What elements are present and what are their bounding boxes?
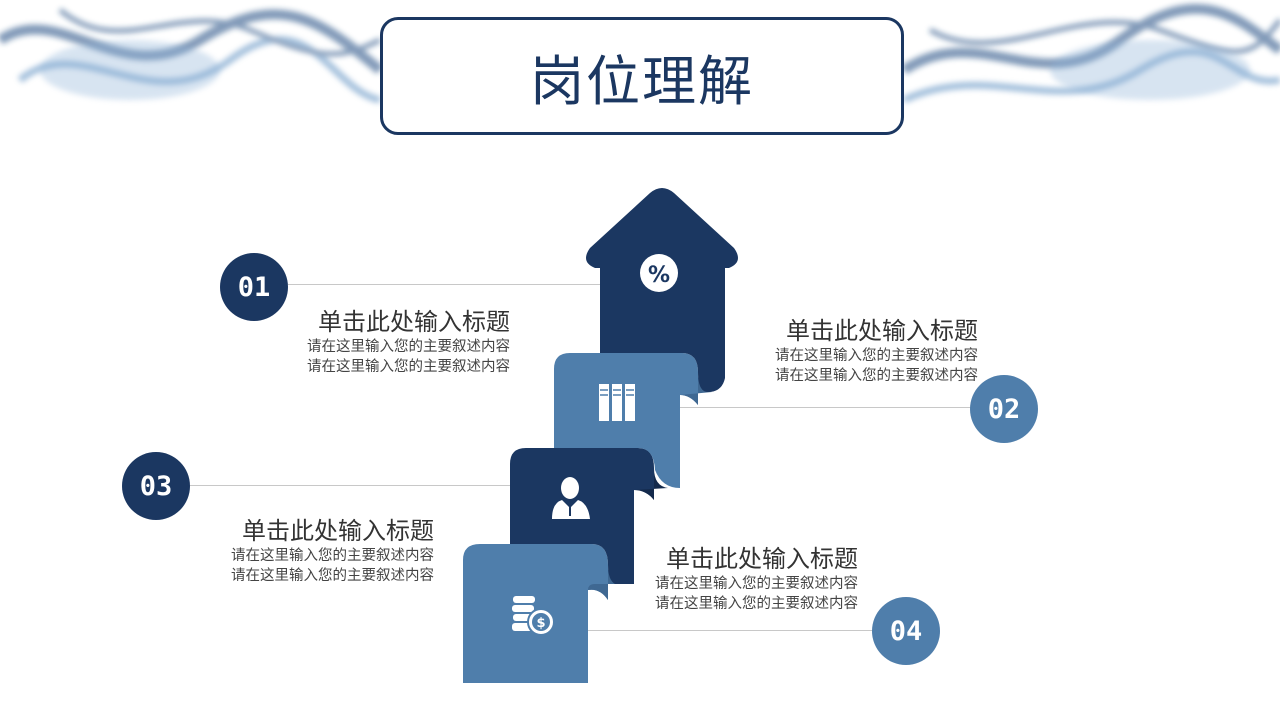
step-text-03: 单击此处输入标题 请在这里输入您的主要叙述内容 请在这里输入您的主要叙述内容 [231,516,434,586]
step-desc: 请在这里输入您的主要叙述内容 [231,568,434,584]
step-desc: 请在这里输入您的主要叙述内容 [655,596,858,612]
step-text-04: 单击此处输入标题 请在这里输入您的主要叙述内容 请在这里输入您的主要叙述内容 [655,544,858,614]
connector-line-01 [288,284,600,285]
step-desc: 请在这里输入您的主要叙述内容 [775,368,978,384]
title-box: 岗位理解 [380,17,904,135]
step-text-01: 单击此处输入标题 请在这里输入您的主要叙述内容 请在这里输入您的主要叙述内容 [307,307,510,377]
binders-icon [599,384,635,421]
connector-line-03 [190,485,512,486]
step-desc: 请在这里输入您的主要叙述内容 [231,548,434,564]
step-title: 单击此处输入标题 [242,517,434,545]
connector-line-04 [588,630,874,631]
smoke-decoration [0,3,1280,104]
step-text-02: 单击此处输入标题 请在这里输入您的主要叙述内容 请在这里输入您的主要叙述内容 [775,316,978,386]
step-number-01: 01 [220,253,288,321]
step-desc: 请在这里输入您的主要叙述内容 [307,359,510,375]
coins-dollar-icon: $ [512,596,555,636]
page-title: 岗位理解 [530,49,754,113]
step-desc: 请在这里输入您的主要叙述内容 [307,339,510,355]
step-title: 单击此处输入标题 [318,308,510,336]
step-desc: 请在这里输入您的主要叙述内容 [775,348,978,364]
connector-line-02 [680,407,972,408]
businessman-icon [552,477,590,519]
step-number-04: 04 [872,597,940,665]
percent-badge-icon: % [640,254,678,292]
step-title: 单击此处输入标题 [666,545,858,573]
step-title: 单击此处输入标题 [786,317,978,345]
step-desc: 请在这里输入您的主要叙述内容 [655,576,858,592]
svg-text:$: $ [536,616,545,631]
svg-text:%: % [648,263,670,288]
step-number-02: 02 [970,375,1038,443]
step-number-03: 03 [122,452,190,520]
